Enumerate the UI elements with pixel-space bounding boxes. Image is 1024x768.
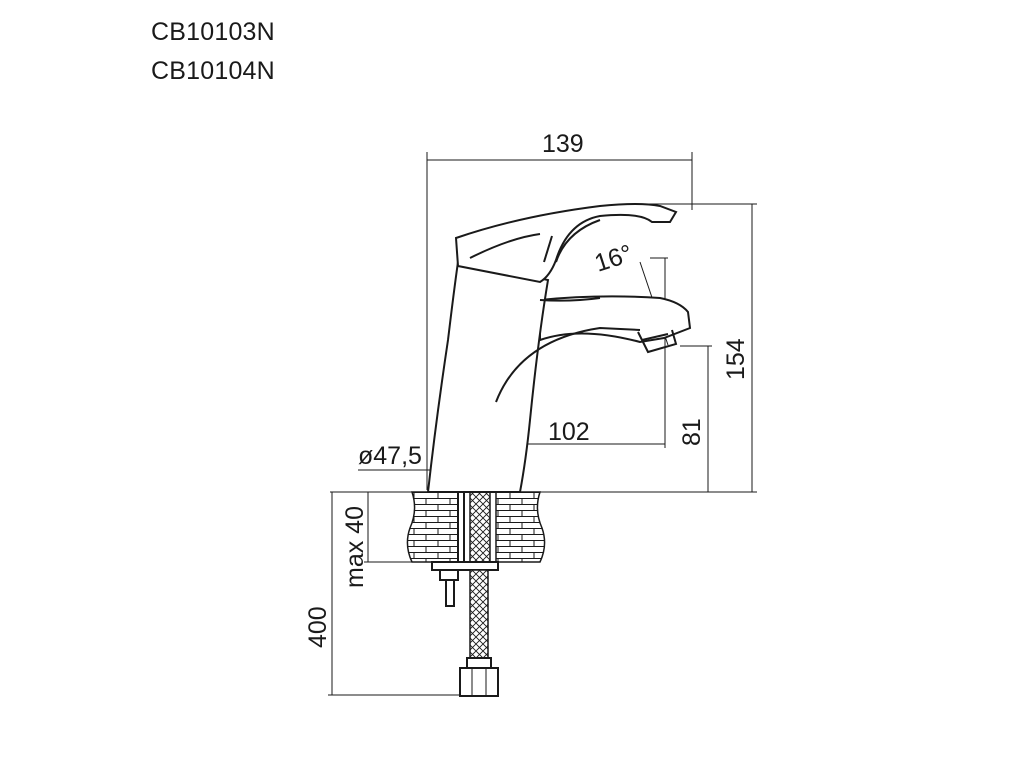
dim-spout-reach: 102 bbox=[548, 418, 590, 446]
mounting-hardware bbox=[431, 491, 499, 697]
dim-max-counter-thickness: max 40 bbox=[341, 506, 369, 588]
dim-base-diameter: ø47,5 bbox=[358, 442, 422, 470]
model-code-2: CB10104N bbox=[151, 57, 275, 85]
dim-handle-angle: 16° bbox=[591, 239, 636, 277]
dim-overall-width: 139 bbox=[542, 130, 584, 158]
faucet-body bbox=[426, 203, 692, 493]
countertop-section bbox=[406, 491, 546, 563]
model-code-1: CB10103N bbox=[151, 18, 275, 46]
dim-overall-height: 154 bbox=[722, 338, 750, 380]
dim-spout-height: 81 bbox=[678, 418, 706, 446]
dim-hose-length: 400 bbox=[304, 606, 332, 648]
